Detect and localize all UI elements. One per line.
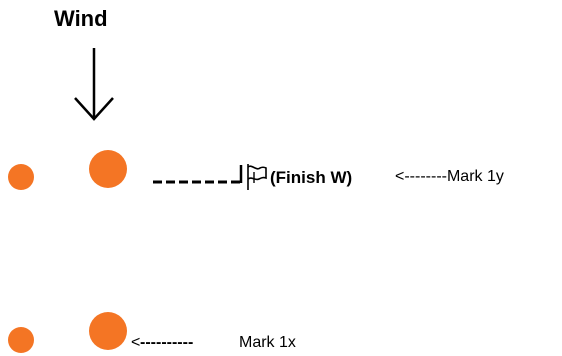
mark-1x-arrow-head: <	[131, 334, 141, 351]
finish-pin-buoy	[8, 164, 34, 190]
mark-1x-label: Mark 1x	[239, 334, 296, 351]
finish-mark-buoy	[89, 150, 127, 188]
finish-label: (Finish W)	[270, 168, 353, 187]
flag-icon	[247, 164, 267, 190]
mark-1y-label: <--------Mark 1y	[395, 168, 504, 185]
mark-1x-left-buoy	[8, 327, 34, 353]
down-arrow-icon	[74, 48, 114, 121]
finish-line	[153, 165, 243, 184]
mark-1x-buoy	[89, 312, 127, 350]
wind-label: Wind	[54, 6, 108, 31]
mark-1x-dashes: ----------	[140, 334, 194, 351]
